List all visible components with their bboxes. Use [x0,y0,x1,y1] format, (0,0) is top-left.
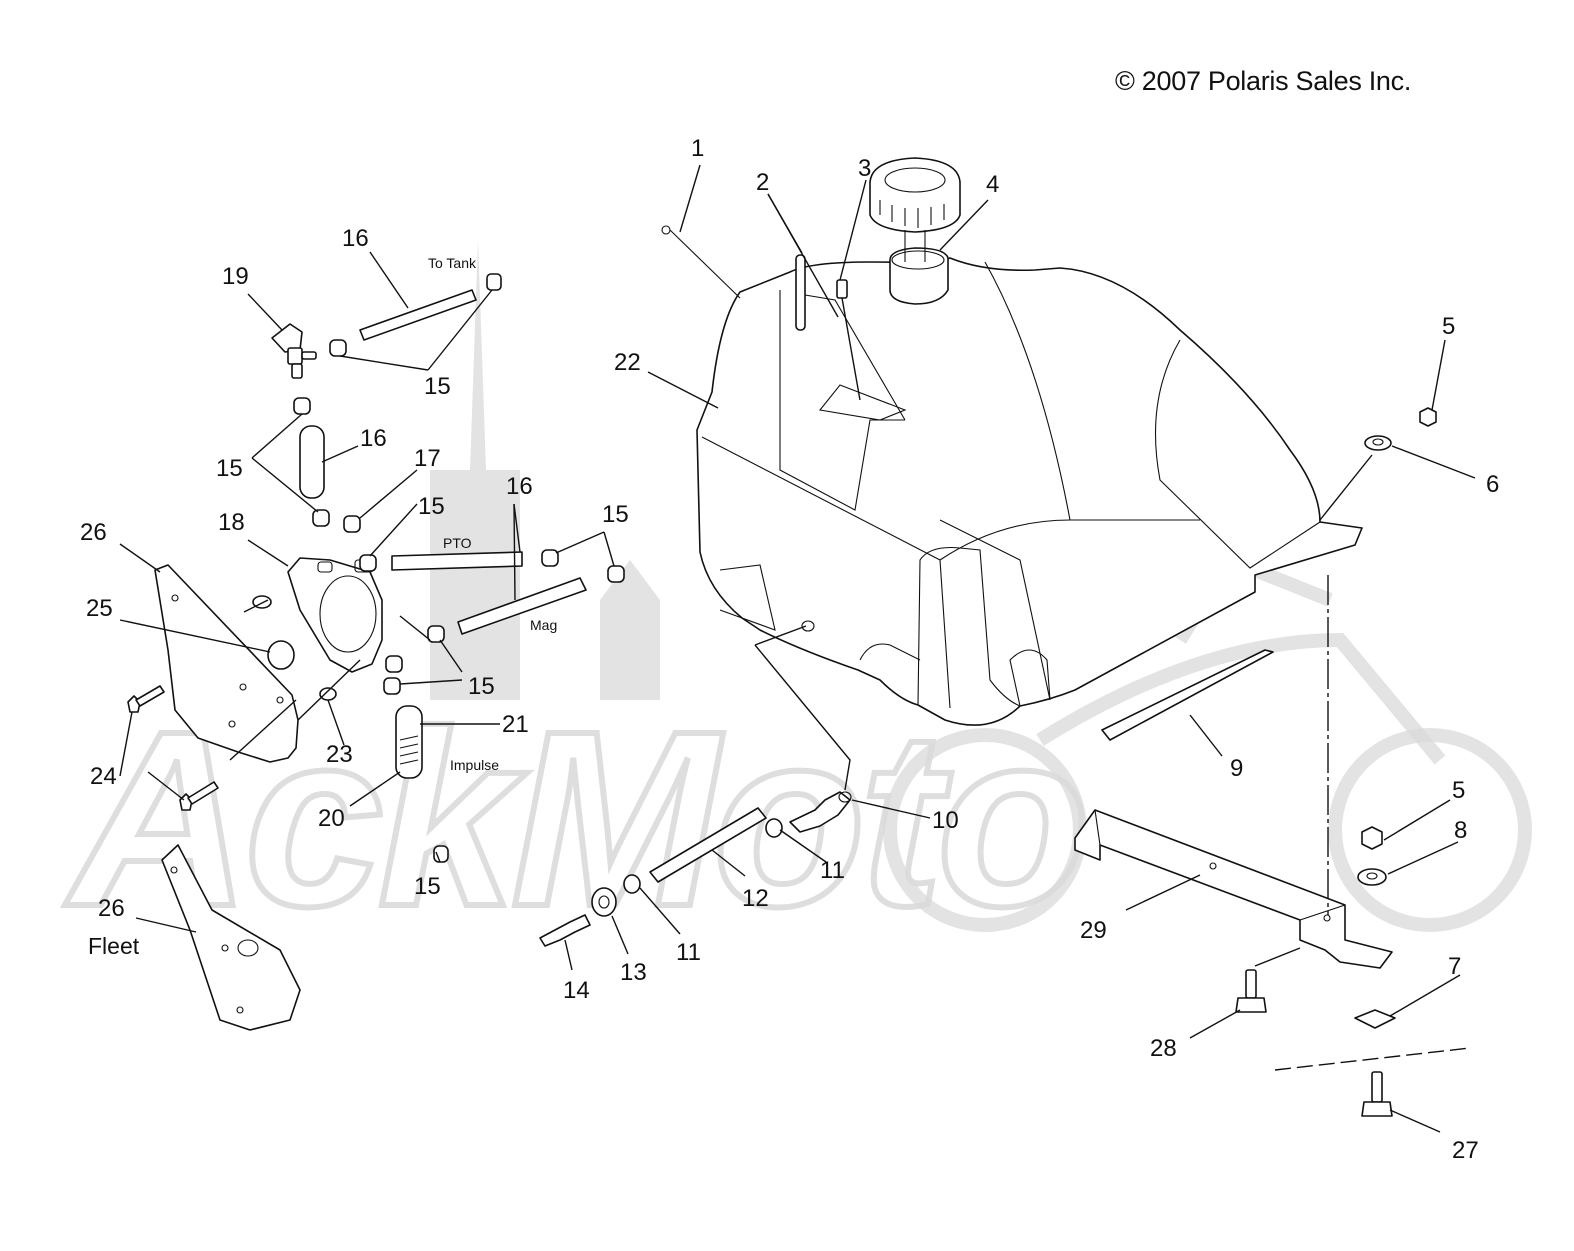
washer-23 [319,687,337,701]
callout-16: 16 [506,473,533,500]
hose-clamp-6 [385,655,403,673]
callout-29: 29 [1080,917,1107,944]
callout-4: 4 [986,171,999,198]
clamp-lower [623,874,641,894]
gas-cap [869,157,961,262]
mount-bracket [1074,809,1393,969]
label-mag: Mag [530,617,557,633]
label-impulse: Impulse [450,757,499,773]
hose-clamp-1 [329,339,347,357]
vent-fitting [836,279,848,299]
pto-hose [391,551,523,571]
callouts: 1 2 3 4 5 6 22 16 19 15 16 15 17 16 15 1… [80,135,1499,1164]
callout-9: 9 [1230,755,1243,782]
clamp-17 [343,515,361,533]
impulse-hose-spring [399,735,419,765]
callout-15: 15 [414,873,441,900]
hose-clamp-9 [541,549,559,567]
callout-2: 2 [756,169,769,196]
callout-6: 6 [1486,471,1499,498]
hose-clamp-5 [359,554,377,572]
hose-clamp-10 [607,565,625,583]
fuel-fitting [539,914,591,947]
callout-1: 1 [691,135,704,162]
callout-16: 16 [360,425,387,452]
callout-26: 26 [98,895,125,922]
callout-5: 5 [1452,777,1465,804]
washer-lower [1357,868,1387,886]
vent-rod [795,254,806,331]
bolt-24-upper [127,685,165,713]
nut-upper [1419,407,1437,427]
callout-26: 26 [80,519,107,546]
hose-clamp-11 [433,845,449,863]
pump-bracket [154,564,299,763]
callout-3: 3 [858,155,871,182]
hose-clamp-7 [427,625,445,643]
callout-22: 22 [614,349,641,376]
grommet [591,887,617,917]
hose-vertical [299,425,325,499]
callout-15: 15 [424,373,451,400]
fuel-hose [649,807,767,883]
nut-lower [1361,826,1383,850]
callout-15: 15 [216,455,243,482]
watermark-wheel-rear [1328,728,1532,932]
callout-13: 13 [620,959,647,986]
hose-to-tank [359,289,477,341]
callout-5: 5 [1442,313,1455,340]
callout-14: 14 [563,977,590,1004]
tank-outlet-fitting [789,791,852,833]
callout-15: 15 [418,493,445,520]
bolt-27 [1361,1071,1393,1117]
hose-labels: To Tank PTO Mag Impulse Fleet [88,255,557,959]
fuel-pump [287,557,383,673]
label-to-tank: To Tank [428,255,477,271]
callout-7: 7 [1448,953,1461,980]
callout-23: 23 [326,741,353,768]
callout-15: 15 [602,501,629,528]
fuel-valve [271,323,317,379]
fleet-bracket [161,844,301,1031]
label-pto: PTO [443,535,472,551]
tie-strap [661,225,741,299]
spacer-plate [1354,1009,1396,1029]
hose-clamp-3 [293,397,311,415]
leader-lines [119,164,1476,1133]
impulse-hose [395,705,423,779]
mag-hose [457,577,587,635]
callout-28: 28 [1150,1035,1177,1062]
callout-16: 16 [342,225,369,252]
callout-10: 10 [932,807,959,834]
hose-clamp-2 [486,273,502,291]
hose-clamp-4 [312,509,330,527]
copyright-notice: © 2007 Polaris Sales Inc. [1115,66,1412,96]
hose-clamp-8 [383,677,401,695]
callout-12: 12 [742,885,769,912]
callout-11: 11 [820,857,845,884]
callout-21: 21 [502,711,529,738]
callout-17: 17 [414,445,441,472]
callout-24: 24 [90,763,117,790]
callout-25: 25 [86,595,113,622]
callout-15: 15 [468,673,495,700]
callout-18: 18 [218,509,245,536]
bolt-24-lower [179,781,219,811]
callout-27: 27 [1452,1137,1479,1164]
watermark-skyline [430,240,660,700]
bolt-28 [1235,969,1267,1013]
callout-8: 8 [1454,817,1467,844]
clamp-upper [765,818,783,838]
callout-11: 11 [676,939,701,966]
pad-strip [1101,649,1274,741]
washer-upper [1364,435,1392,451]
label-fleet: Fleet [88,933,140,959]
callout-20: 20 [318,805,345,832]
callout-19: 19 [222,263,249,290]
bracket-grommet [267,640,295,670]
